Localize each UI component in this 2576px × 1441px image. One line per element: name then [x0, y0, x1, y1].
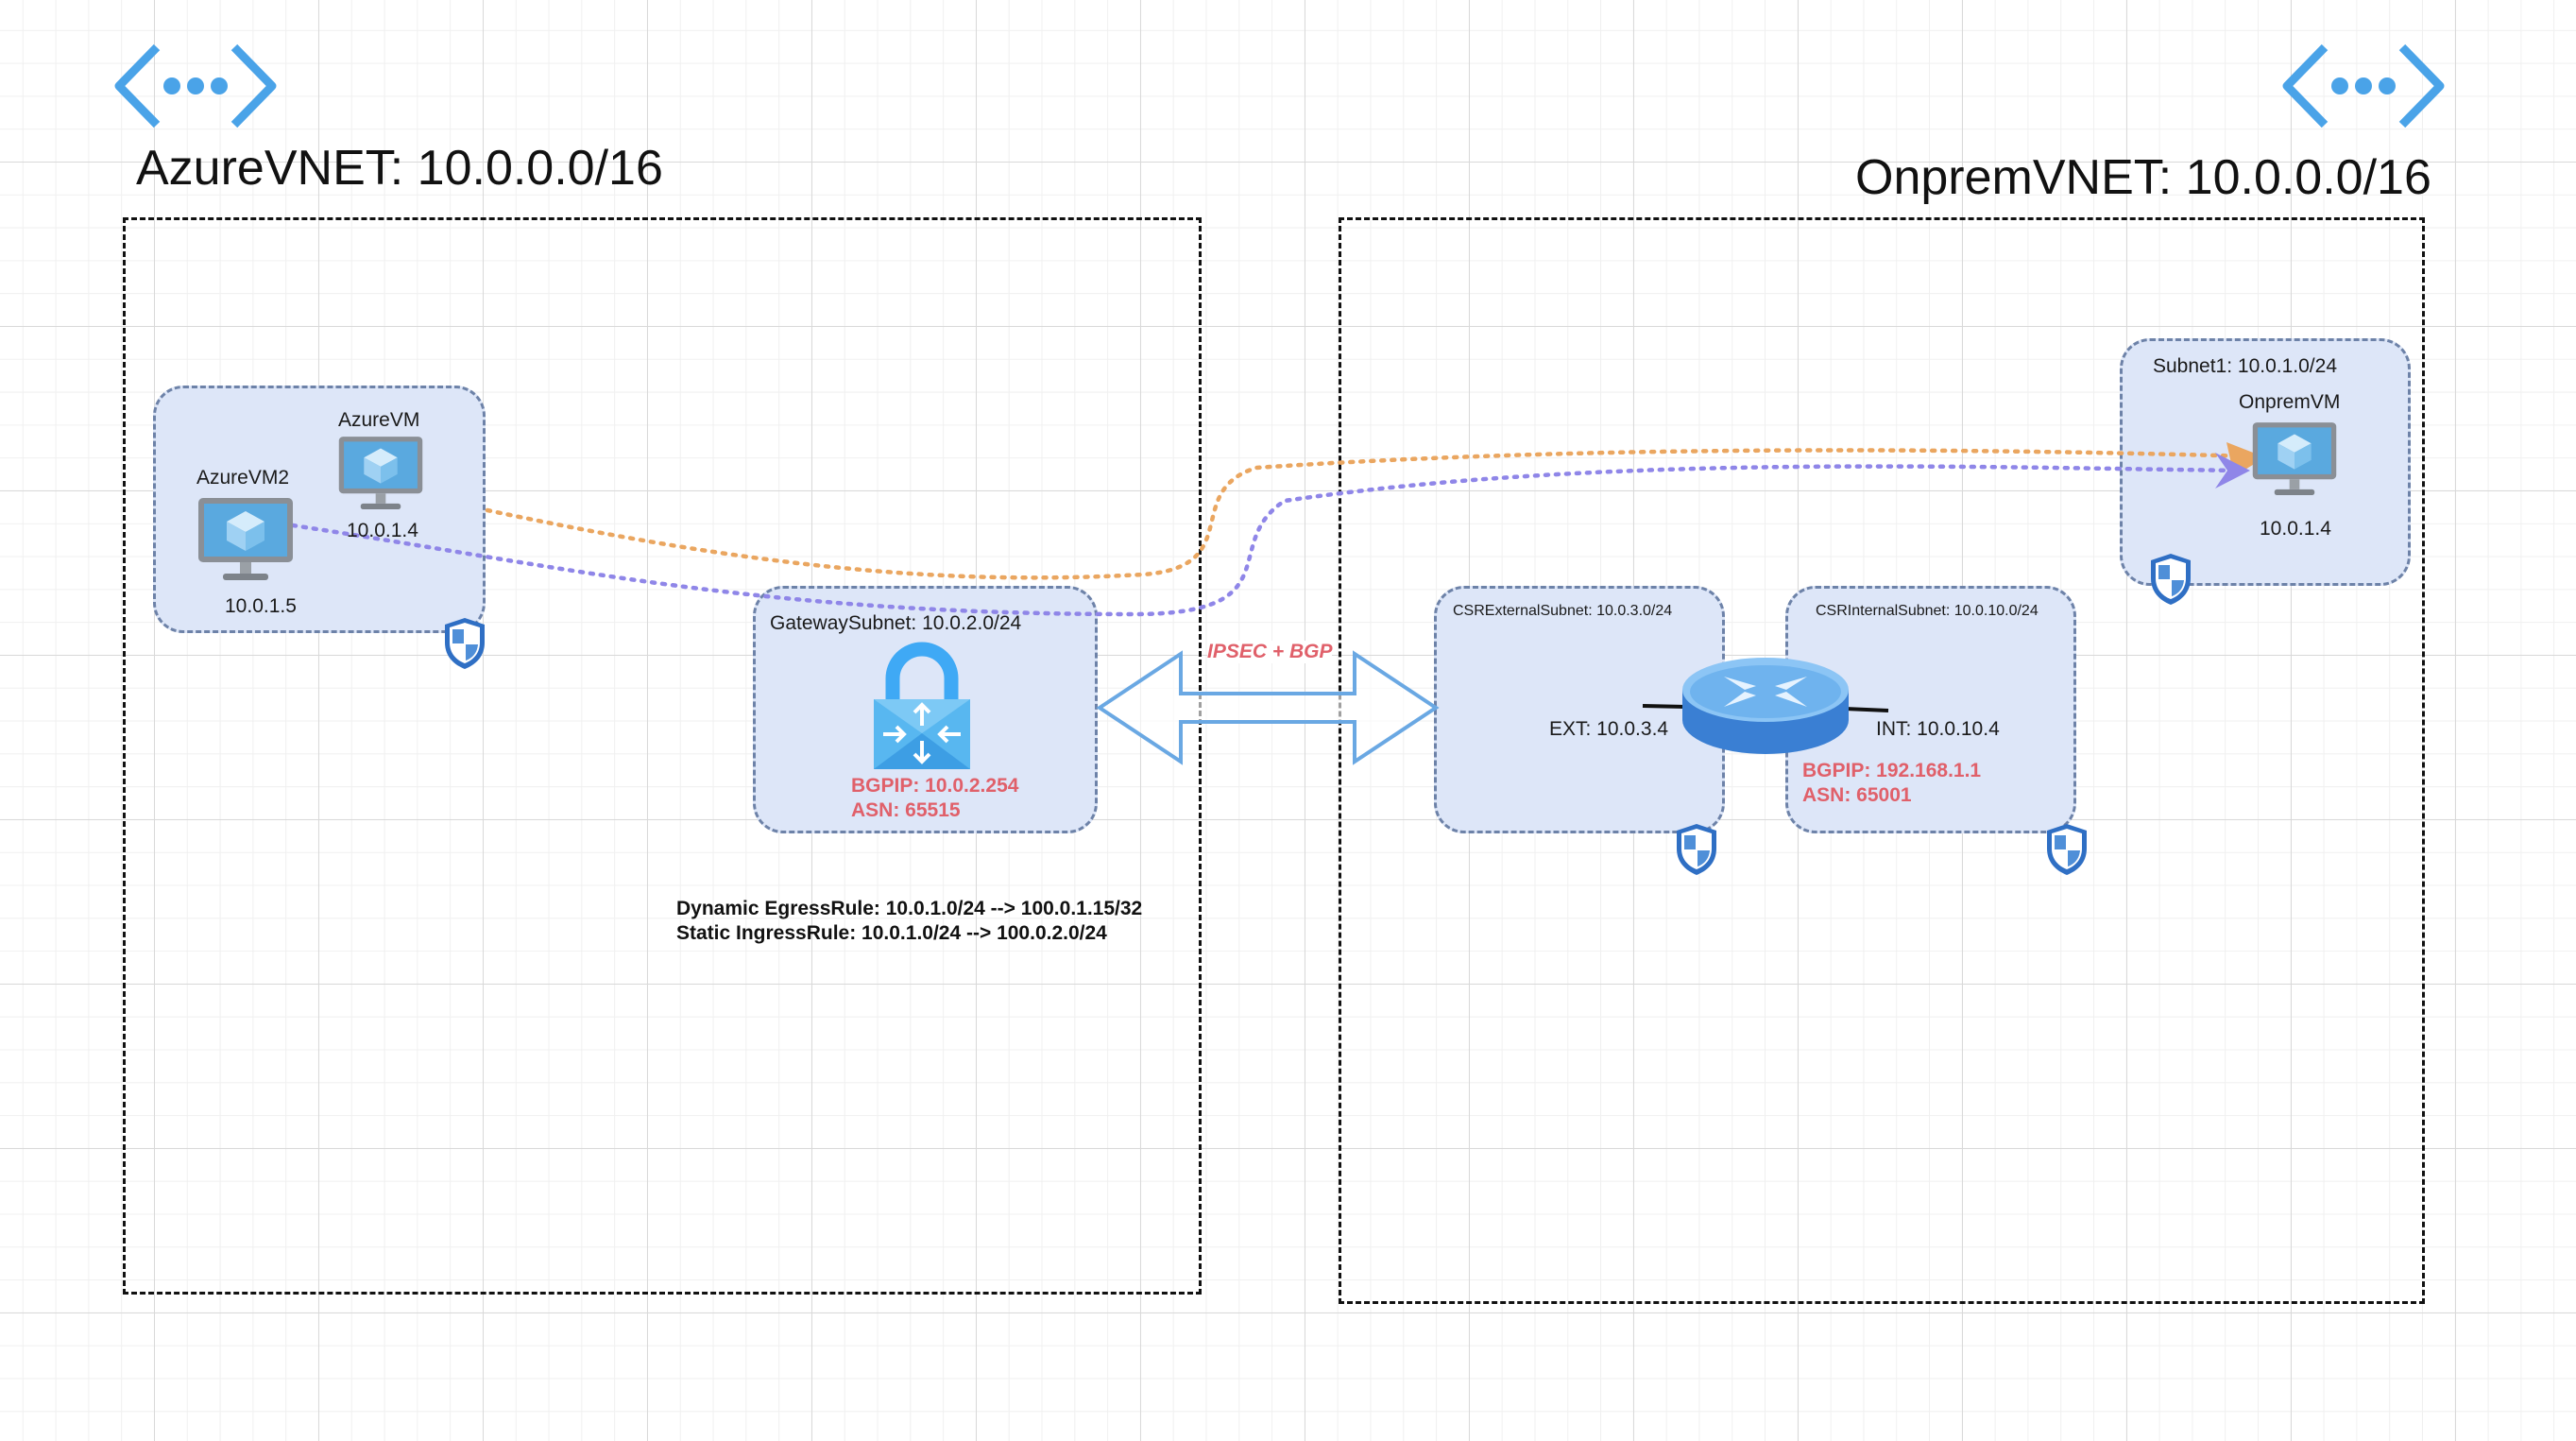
azure-vnet-box [123, 217, 1202, 1295]
onprem-vm-name: OnpremVM [2239, 391, 2341, 413]
csr-ext-ip: EXT: 10.0.3.4 [1549, 718, 1669, 740]
azure-vm-ip: 10.0.1.4 [347, 520, 418, 541]
ingress-rule: Static IngressRule: 10.0.1.0/24 --> 100.… [676, 922, 1107, 944]
gateway-subnet-label: GatewaySubnet: 10.0.2.0/24 [770, 612, 1022, 634]
egress-rule: Dynamic EgressRule: 10.0.1.0/24 --> 100.… [676, 898, 1143, 919]
azure-vnet-title: AzureVNET: 10.0.0.0/16 [136, 141, 663, 196]
router-icon[interactable] [1639, 654, 1890, 762]
csr-bgp-ip: BGPIP: 192.168.1.1 [1802, 760, 1982, 781]
vpn-gateway-icon[interactable] [872, 639, 972, 771]
csr-external-label: CSRExternalSubnet: 10.0.3.0/24 [1453, 603, 1673, 619]
gateway-bgp-ip: BGPIP: 10.0.2.254 [851, 775, 1019, 797]
purple-arrowhead [2215, 453, 2250, 489]
azure-vm2-ip: 10.0.1.5 [225, 595, 297, 617]
nsg-shield-icon[interactable] [2148, 552, 2193, 607]
csr-int-ip: INT: 10.0.10.4 [1876, 718, 2000, 740]
onprem-vm-ip: 10.0.1.4 [2260, 518, 2331, 540]
onprem-vnet-title: OnpremVNET: 10.0.0.0/16 [1855, 150, 2431, 205]
nsg-shield-icon[interactable] [1674, 822, 1719, 877]
azure-vm2-icon[interactable] [196, 496, 295, 583]
orange-traffic-path [485, 448, 2256, 580]
onprem-vnet-box [1339, 217, 2425, 1304]
nsg-shield-icon[interactable] [442, 616, 487, 671]
onprem-vnet-icon [2282, 43, 2445, 129]
purple-traffic-path [290, 464, 2247, 617]
onprem-subnet1-label: Subnet1: 10.0.1.0/24 [2153, 355, 2337, 377]
tunnel-label: IPSEC + BGP [1207, 641, 1333, 663]
azure-vnet-icon [114, 43, 277, 129]
azure-vm-name: AzureVM [338, 409, 420, 431]
azure-vm2-name: AzureVM2 [196, 467, 290, 489]
csr-internal-label: CSRInternalSubnet: 10.0.10.0/24 [1816, 603, 2039, 619]
azure-vm-icon[interactable] [337, 435, 424, 512]
onprem-vm-icon[interactable] [2251, 420, 2338, 498]
gateway-asn: ASN: 65515 [851, 799, 961, 821]
ipsec-tunnel-arrow [1096, 650, 1440, 765]
csr-asn: ASN: 65001 [1802, 784, 1912, 806]
nsg-shield-icon[interactable] [2044, 822, 2090, 877]
